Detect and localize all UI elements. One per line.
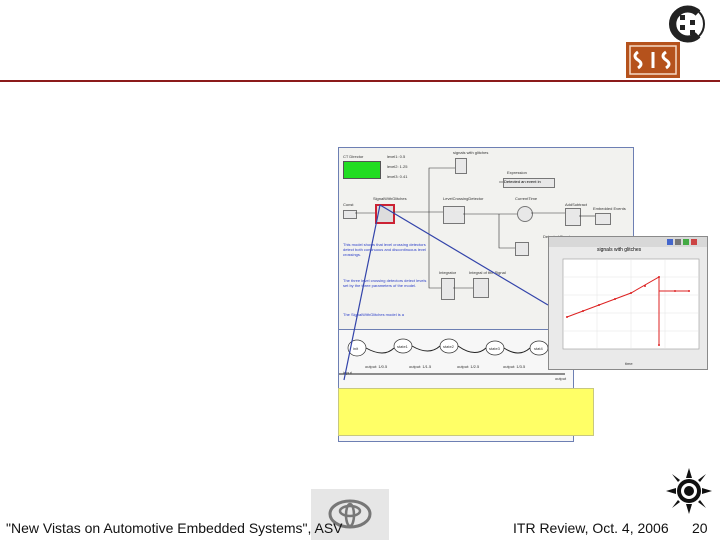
integrator-label: Integrator — [439, 270, 457, 275]
expression-label: Expression — [507, 170, 527, 175]
model-description-3: The SignalWithGlitches model is a — [343, 312, 404, 317]
model-wires — [355, 167, 595, 289]
ct-director-label: CT Director — [343, 154, 364, 159]
signal-block-label: SignalWithGlitches — [373, 196, 407, 201]
state-3: state3 — [489, 346, 500, 351]
integral-scope-block[interactable] — [473, 278, 489, 298]
slide-page-number: 20 — [692, 520, 708, 536]
nsf-logo — [666, 468, 712, 514]
transition-4: output: 1/3.5 — [503, 364, 526, 369]
plot-title: signals with glitches — [597, 247, 642, 253]
state-1: state1 — [397, 344, 408, 349]
toyota-logo — [311, 489, 389, 540]
chess-c-logo — [669, 5, 705, 43]
plot-window: signals with glitches time — [548, 236, 708, 370]
scope-block[interactable] — [455, 158, 467, 174]
level-param-2: level2: 1.25 — [387, 164, 408, 169]
header-rule — [0, 80, 720, 82]
plot-xlabel: time — [625, 361, 633, 366]
integrator-signal-label: Integral of the Signal — [469, 270, 506, 275]
signals-label: signals with glitches — [453, 150, 489, 155]
add-subtract-block[interactable] — [565, 208, 581, 226]
expression-block[interactable]: Detected an event in — [503, 178, 555, 188]
input-port-label: input — [343, 370, 352, 375]
plot-area — [562, 258, 700, 350]
print-icon[interactable] — [675, 239, 681, 245]
footer-review-date: ITR Review, Oct. 4, 2006 — [513, 520, 669, 536]
level-detector-label: LevelCrossingDetector — [443, 196, 484, 201]
detected-events-block[interactable] — [515, 242, 529, 256]
footer-project-title: "New Vistas on Automotive Embedded Syste… — [6, 520, 343, 536]
state-machine-diagram — [339, 338, 565, 375]
level-crossing-detector-block[interactable] — [443, 206, 465, 224]
const-label: Const — [343, 202, 354, 207]
current-time-label: CurrentTime — [515, 196, 538, 201]
state-init: init — [353, 346, 359, 351]
level-param-1: level1: 0.5 — [387, 154, 406, 159]
transition-3: output: 1/2.5 — [457, 364, 480, 369]
add-subtract-label: AddSubtract — [565, 202, 588, 207]
model-description-1: This model shows that level crossing det… — [343, 242, 426, 257]
model-description-2: The three level crossing detectors detec… — [343, 278, 427, 288]
level-param-3: level3: 0.41 — [387, 174, 408, 179]
ct-director-block[interactable] — [343, 161, 381, 179]
zoom-icon[interactable] — [683, 239, 689, 245]
integrator-block[interactable] — [441, 278, 455, 300]
sis-logo — [626, 42, 680, 78]
highlight-box — [338, 388, 594, 436]
state-4: stat4 — [534, 346, 543, 351]
transition-2: output: 1/1.5 — [409, 364, 432, 369]
output-port-label: output — [555, 376, 567, 381]
embedded-events-label: Embedded Events — [593, 206, 626, 211]
embedded-events-block[interactable] — [595, 213, 611, 225]
window-menu-icon[interactable] — [667, 239, 673, 245]
state-2: state2 — [443, 344, 454, 349]
close-icon[interactable] — [691, 239, 697, 245]
current-time-block[interactable] — [517, 206, 533, 222]
const-block[interactable] — [343, 210, 357, 219]
transition-1: output: 1/0.5 — [365, 364, 388, 369]
